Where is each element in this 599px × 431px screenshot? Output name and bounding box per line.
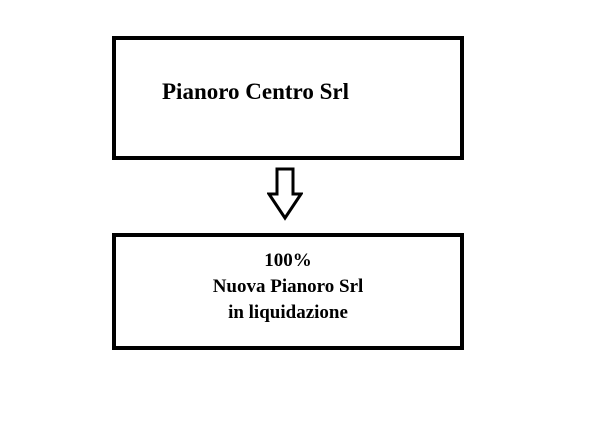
down-arrow-icon (267, 167, 303, 221)
subsidiary-status: in liquidazione (228, 302, 348, 323)
subsidiary-company-box: 100% Nuova Pianoro Srl in liquidazione (112, 233, 464, 350)
parent-company-name: Pianoro Centro Srl (162, 79, 349, 104)
parent-company-box: Pianoro Centro Srl (112, 36, 464, 160)
subsidiary-details: 100% Nuova Pianoro Srl in liquidazione (116, 248, 460, 326)
subsidiary-company-name: Nuova Pianoro Srl (212, 276, 364, 297)
ownership-share: 100% (264, 250, 312, 271)
